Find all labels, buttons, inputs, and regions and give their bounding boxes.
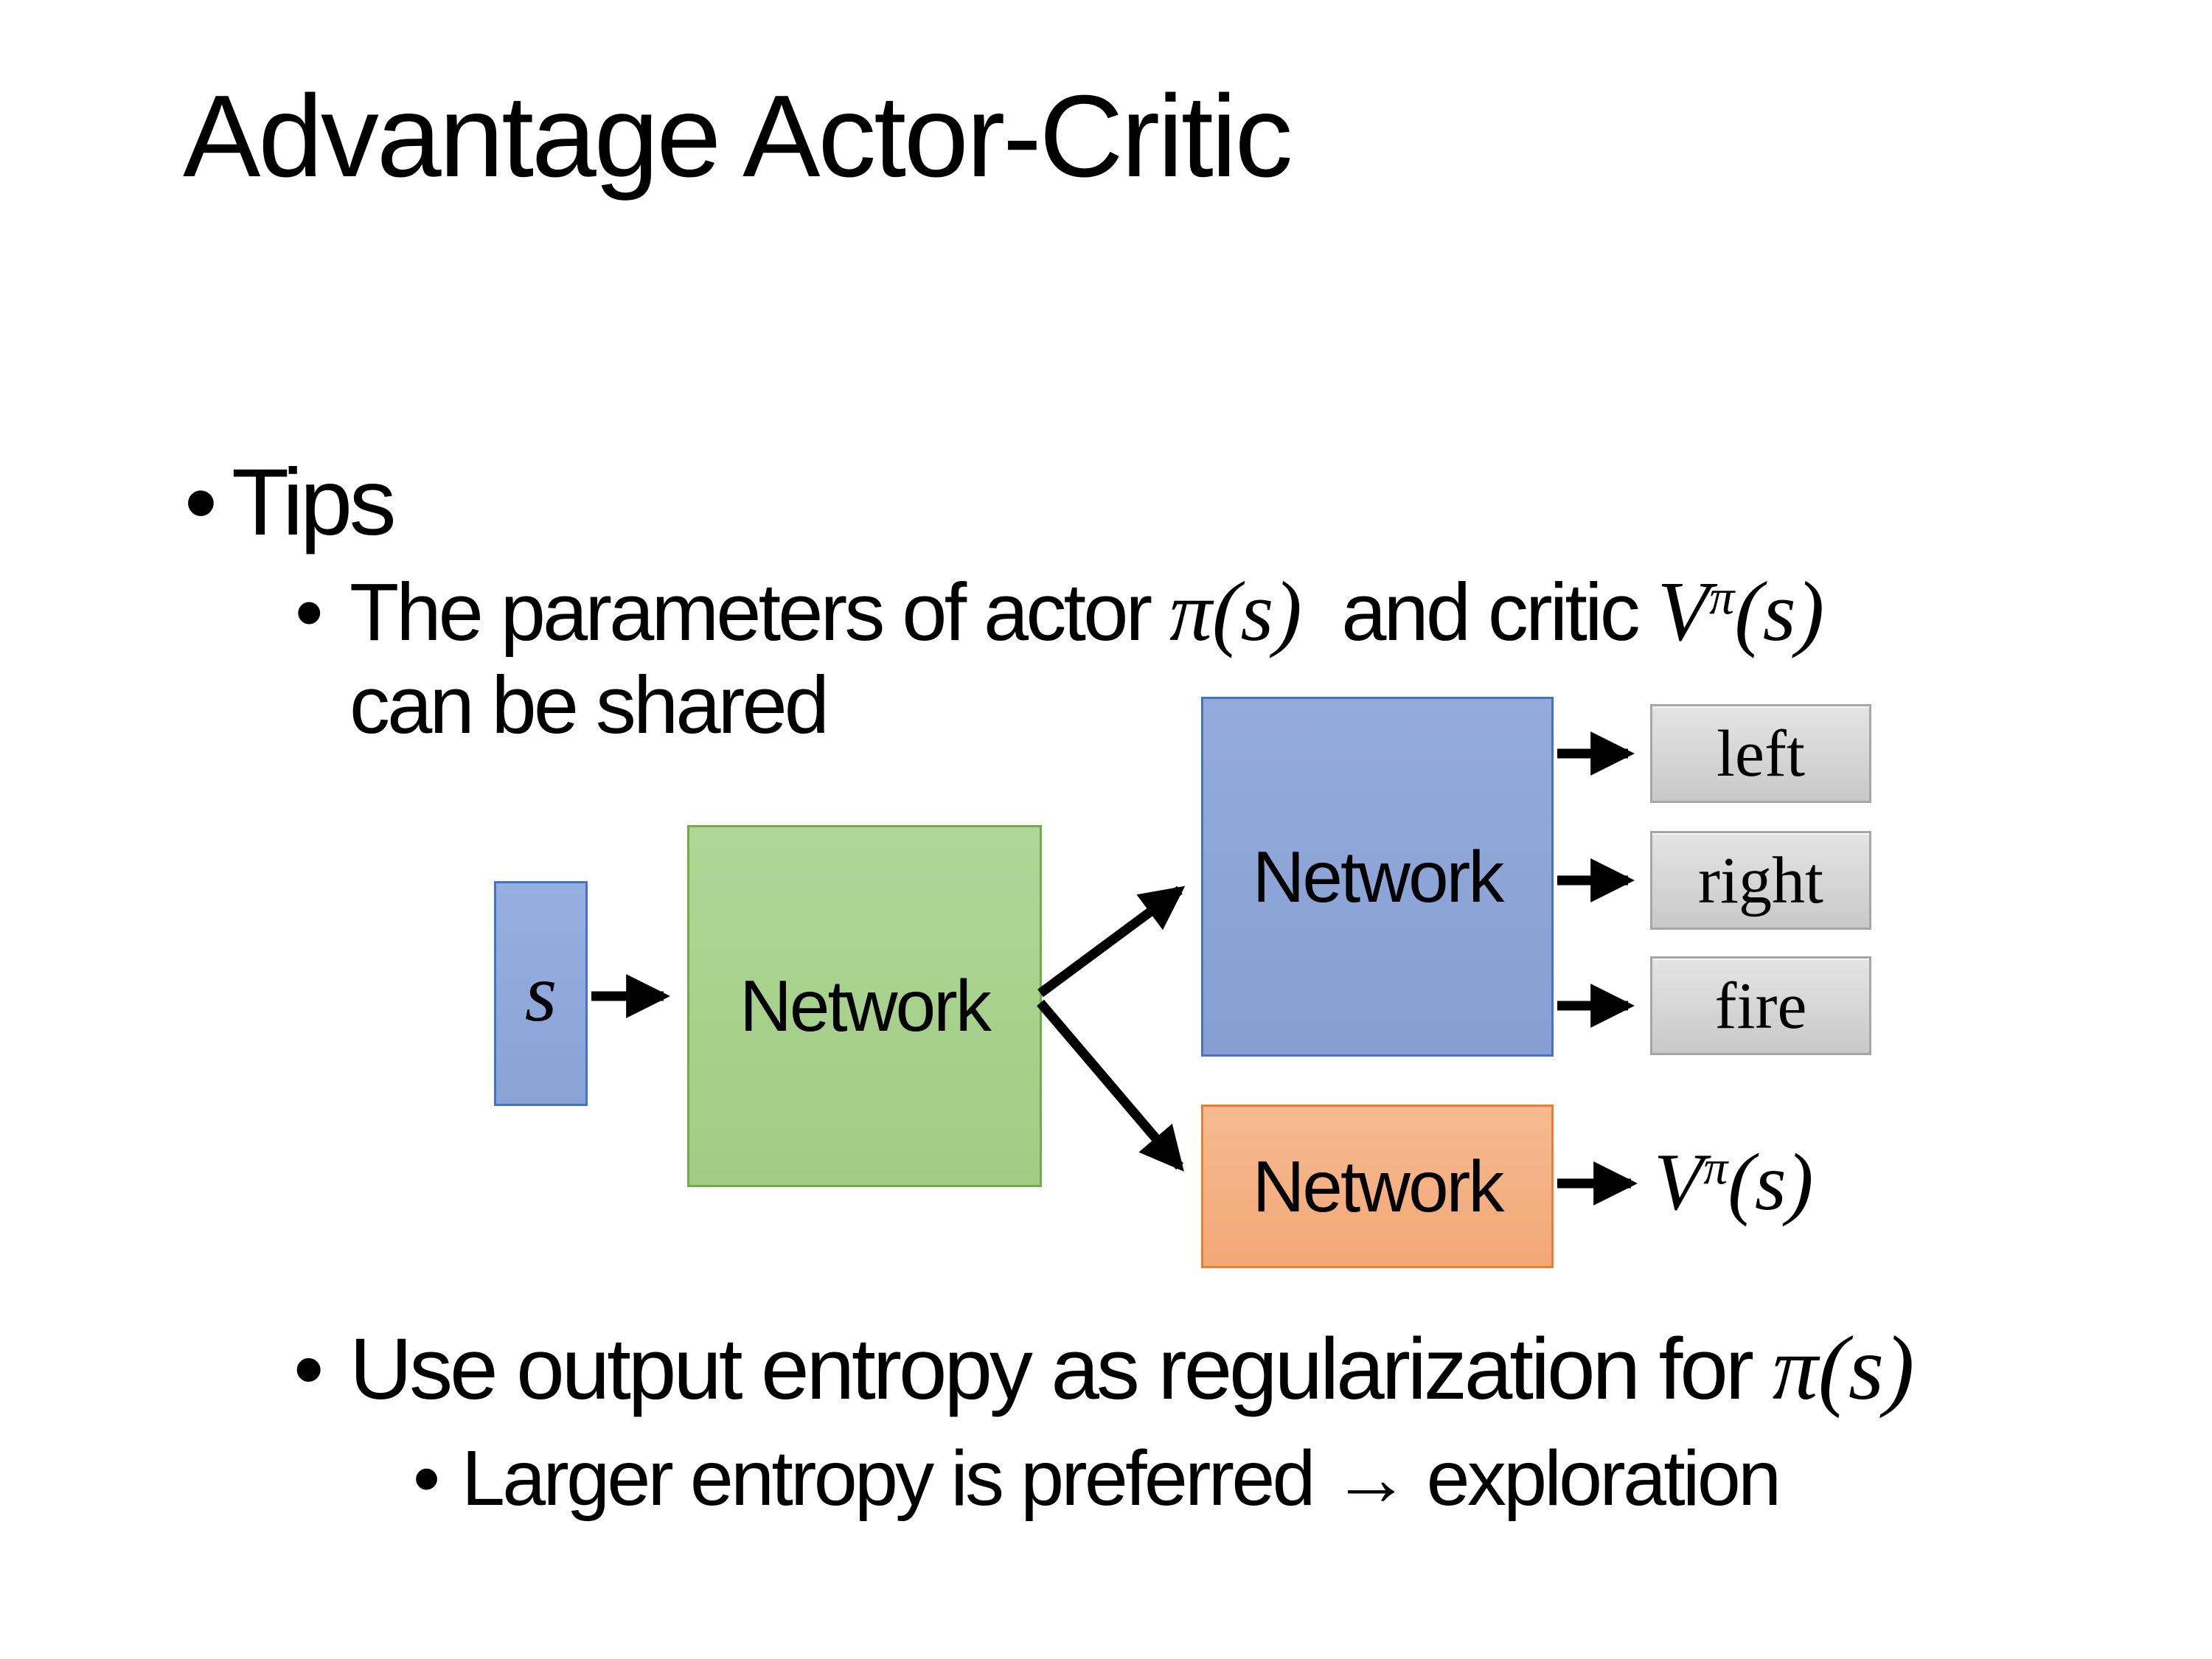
critic-value-superscript: π — [1703, 1141, 1728, 1195]
bullet-dot-icon: • — [295, 567, 324, 658]
entropy-regularization-text: Use output entropy as regularization for — [349, 1321, 1773, 1418]
bullet-parameters-line2: can be shared — [349, 665, 830, 746]
critic-v-args: (s) — [1734, 564, 1825, 658]
bullet-parameters-line1: • The parameters of actor π(s) and critic… — [295, 567, 1824, 658]
arrow-shared-to-actor — [1037, 886, 1186, 998]
critic-value-base: V — [1654, 1137, 1704, 1227]
page-title: Advantage Actor-Critic — [183, 72, 1293, 201]
and-critic-text: and critic — [1301, 567, 1658, 658]
state-input-label: s — [524, 947, 557, 1039]
action-fire-label: fire — [1714, 969, 1807, 1043]
bullet-dot-icon: • — [293, 1321, 324, 1418]
critic-v-base: V — [1657, 564, 1710, 658]
state-input-box: s — [494, 881, 588, 1106]
pi-s-math: π(s) — [1772, 1318, 1915, 1419]
bullet-tips-label: Tips — [232, 450, 397, 555]
action-left-label: left — [1717, 717, 1805, 790]
shared-network-label: Network — [740, 965, 992, 1046]
bullet-dot-icon: • — [184, 450, 218, 555]
larger-entropy-text: Larger entropy is preferred → exploratio… — [462, 1435, 1781, 1522]
critic-v-superscript: π — [1709, 568, 1735, 625]
critic-value-output: Vπ(s) — [1654, 1141, 1813, 1222]
parameters-text: The parameters of actor — [349, 567, 1170, 658]
bullet-tips: •Tips — [184, 450, 397, 555]
actor-network-box: Network — [1201, 697, 1554, 1057]
actor-network-label: Network — [1252, 835, 1505, 917]
shared-network-box: Network — [687, 825, 1042, 1187]
action-fire-box: fire — [1650, 956, 1871, 1055]
can-be-shared-text: can be shared — [349, 660, 830, 751]
critic-network-label: Network — [1252, 1145, 1505, 1227]
action-right-label: right — [1698, 844, 1823, 917]
action-left-box: left — [1650, 704, 1871, 803]
actor-pi-math: π(s) — [1169, 564, 1302, 658]
bullet-dot-icon: • — [413, 1435, 441, 1522]
action-right-box: right — [1650, 831, 1871, 930]
critic-value-args: (s) — [1728, 1137, 1814, 1227]
critic-network-box: Network — [1201, 1105, 1554, 1268]
bullet-entropy-regularization: •Use output entropy as regularization fo… — [293, 1323, 1914, 1414]
arrow-shared-to-critic — [1037, 999, 1184, 1172]
bullet-larger-entropy: •Larger entropy is preferred → explorati… — [413, 1435, 1781, 1522]
